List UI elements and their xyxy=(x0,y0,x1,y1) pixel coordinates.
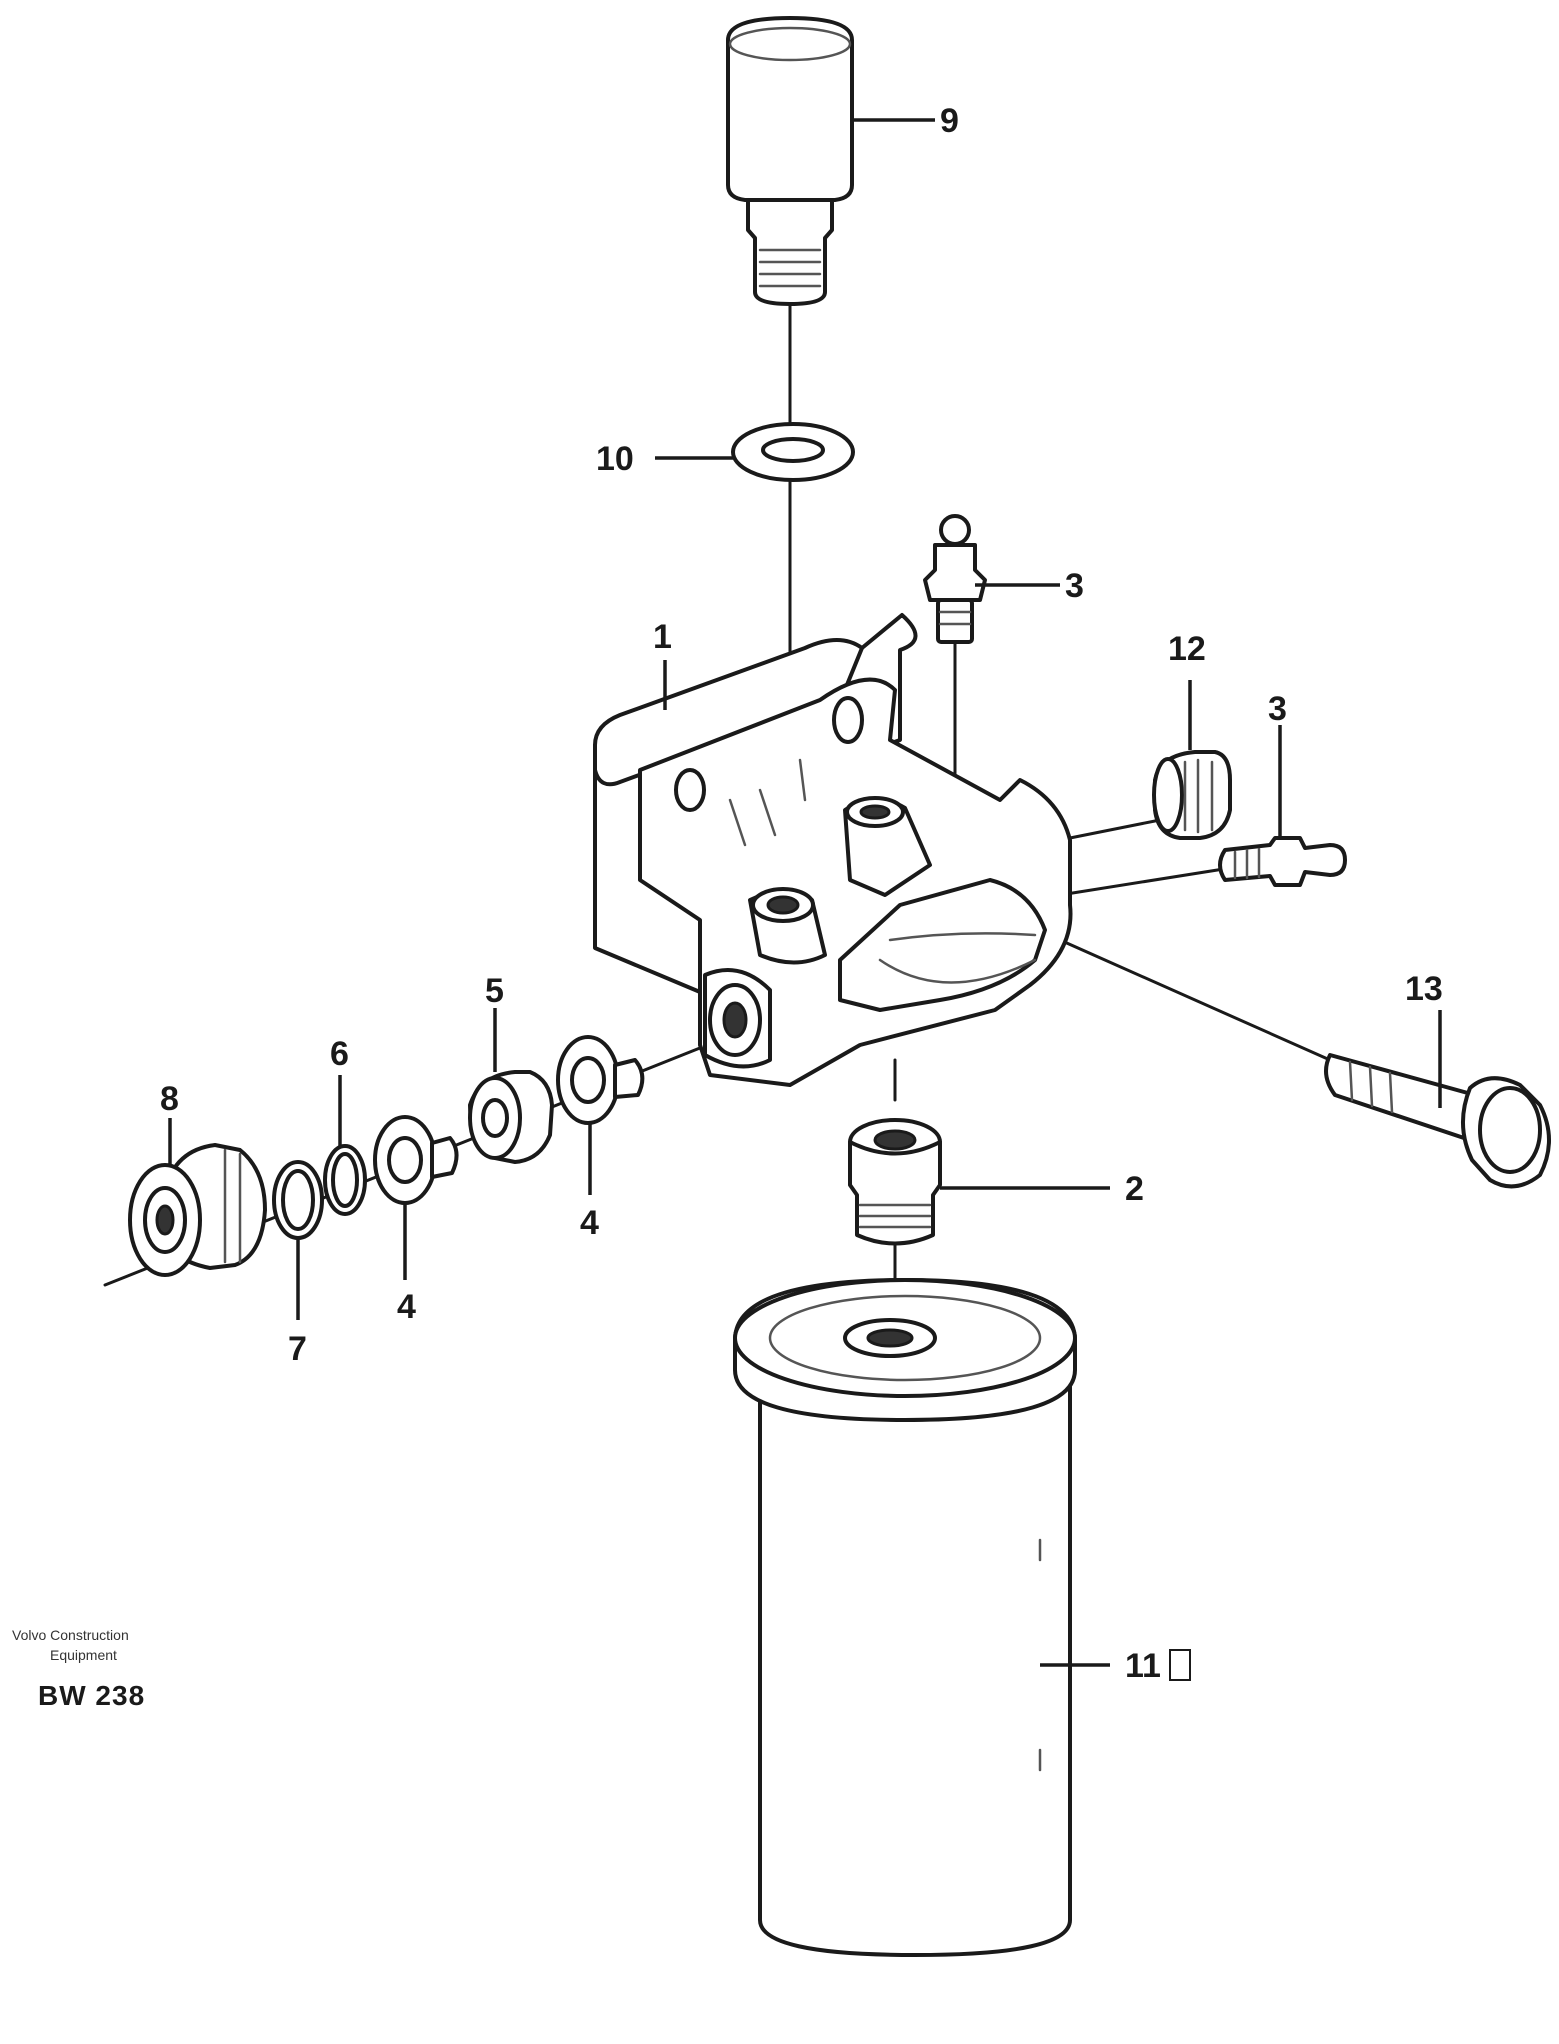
callout-12: 12 xyxy=(1168,630,1206,668)
brand-line-1: Volvo Construction xyxy=(12,1627,129,1643)
part-12-plug xyxy=(1152,750,1232,840)
callout-7: 7 xyxy=(288,1330,307,1368)
part-3-nipple-upper xyxy=(923,514,987,644)
callout-11: 11 xyxy=(1125,1647,1161,1685)
callout-11-marker xyxy=(1169,1649,1191,1681)
callout-4-right: 4 xyxy=(580,1204,599,1242)
callout-5: 5 xyxy=(485,972,504,1010)
callout-2: 2 xyxy=(1125,1170,1144,1208)
part-7-o-ring xyxy=(272,1160,324,1240)
callout-3-right: 3 xyxy=(1268,690,1287,728)
leader-lines xyxy=(168,118,1442,1667)
callout-10: 10 xyxy=(596,440,634,478)
part-1-filter-head xyxy=(593,613,1073,1087)
callout-3-upper: 3 xyxy=(1065,567,1084,605)
callout-13: 13 xyxy=(1405,970,1443,1008)
part-10-washer xyxy=(731,422,855,482)
part-4-seat-right xyxy=(556,1035,645,1125)
part-3-nipple-right xyxy=(1218,836,1347,887)
drawing-code: BW 238 xyxy=(38,1680,145,1711)
brand-line-2: Equipment xyxy=(50,1647,117,1663)
part-9-sensor xyxy=(726,16,854,306)
callout-4-left: 4 xyxy=(397,1288,416,1326)
part-5-piston xyxy=(468,1070,554,1164)
part-8-plug xyxy=(128,1143,267,1277)
callout-1: 1 xyxy=(653,618,672,656)
part-13-bolt xyxy=(1324,1053,1551,1189)
part-2-threaded-nipple xyxy=(848,1118,942,1246)
drawing-info: Volvo Construction Equipment BW 238 xyxy=(12,1627,145,1711)
callout-8: 8 xyxy=(160,1080,179,1118)
callout-9: 9 xyxy=(940,102,959,140)
callout-labels: 9 10 3 1 12 3 13 2 11 5 4 4 6 7 8 xyxy=(160,102,1443,1685)
part-4-seat-left xyxy=(373,1115,459,1205)
part-11-filter-cartridge xyxy=(733,1278,1077,1957)
callout-6: 6 xyxy=(330,1035,349,1073)
part-6-o-ring xyxy=(323,1144,367,1216)
